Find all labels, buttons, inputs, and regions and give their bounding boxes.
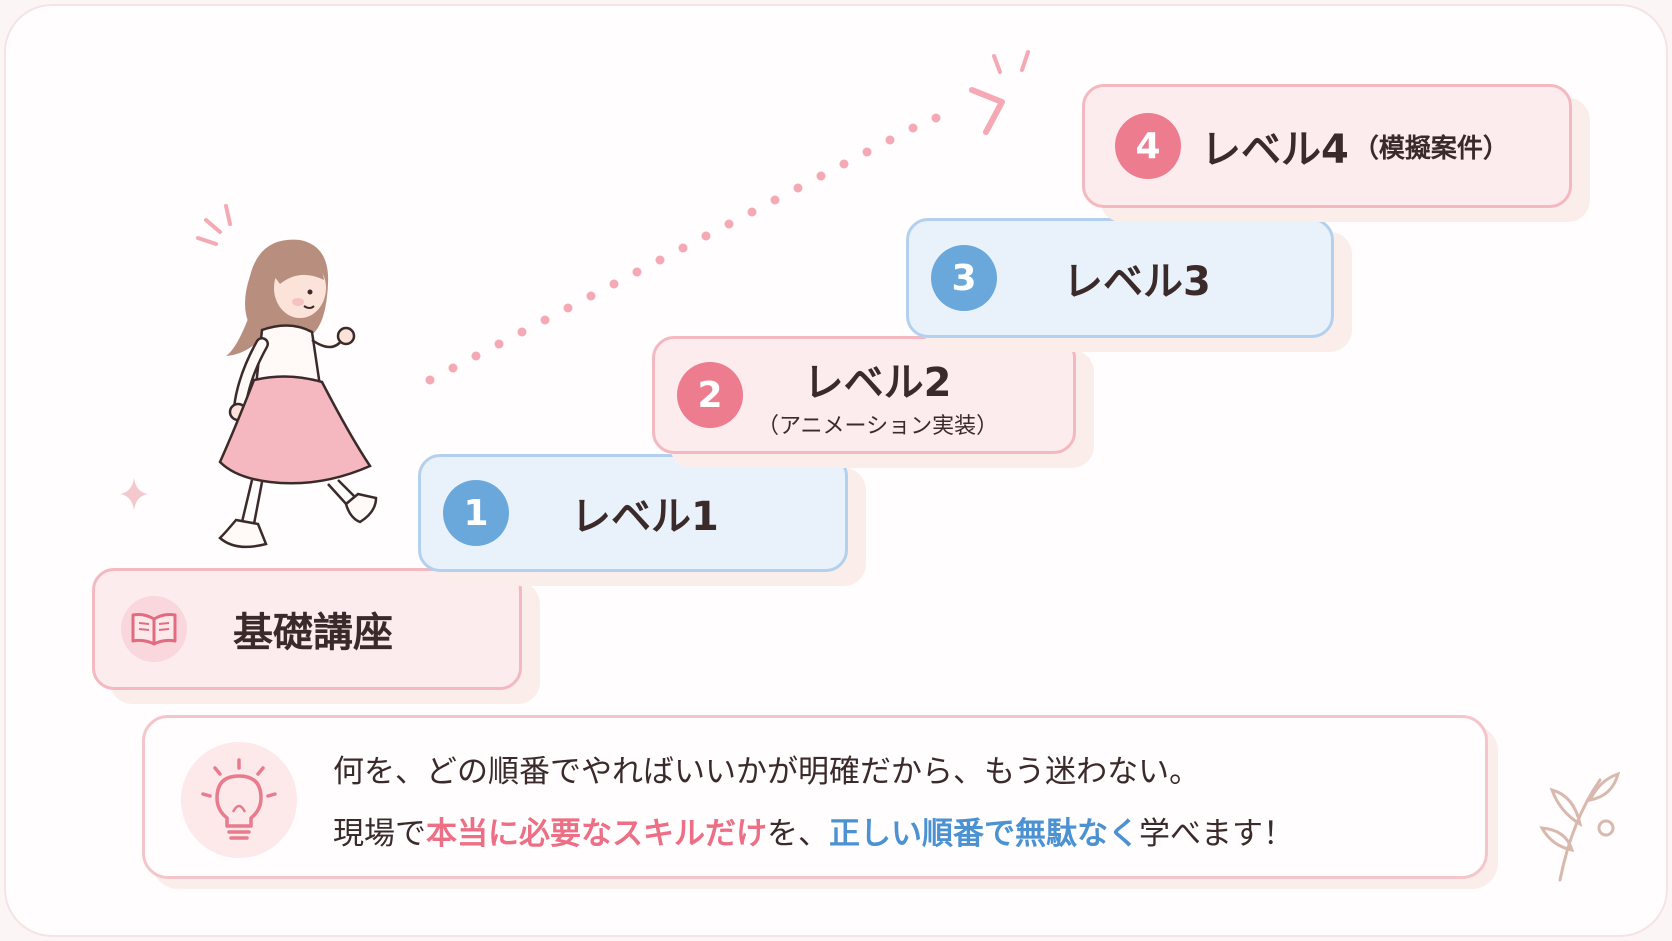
- message-line-1: 何を、どの順番でやればいいかが明確だから、もう迷わない。: [333, 754, 1201, 790]
- message-line-2: 現場で本当に必要なスキルだけを、正しい順番で無駄なく学べます！: [333, 808, 1294, 853]
- step-label: レベル1: [571, 494, 719, 540]
- sparkle-icon: [120, 478, 148, 510]
- burst-lines-girl: [196, 204, 232, 246]
- step-number-badge: 4: [1115, 113, 1181, 179]
- step-level2: 2 レベル2 （アニメーション実装）: [652, 336, 1076, 454]
- step-sublabel: （アニメーション実装）: [757, 414, 999, 439]
- step-sublabel: （模擬案件）: [1352, 133, 1509, 164]
- message-text: 学べます！: [1139, 816, 1294, 852]
- light-bulb-icon: [201, 758, 277, 840]
- step-text: レベル2 （アニメーション実装）: [757, 350, 998, 440]
- step-level1: 1 レベル1: [418, 454, 848, 572]
- step-number-badge: 1: [443, 480, 509, 546]
- book-icon-circle: [121, 596, 187, 662]
- step-label: レベル3: [1063, 259, 1211, 305]
- message-box: 何を、どの順番でやればいいかが明確だから、もう迷わない。 現場で本当に必要なスキ…: [142, 715, 1488, 879]
- step-level4: 4 レベル4 （模擬案件）: [1082, 84, 1572, 208]
- step-label: レベル4: [1201, 127, 1349, 173]
- message-text: を、: [767, 816, 829, 852]
- step-basic-course: 基礎講座: [92, 568, 522, 690]
- burst-lines-arrow: [992, 50, 1030, 74]
- arrow-head-icon: [969, 87, 1005, 135]
- step-level3: 3 レベル3: [906, 218, 1334, 338]
- plant-icon: [1539, 771, 1621, 882]
- progress-dotted-arrow: [425, 113, 941, 385]
- bulb-icon-circle: [181, 742, 297, 858]
- open-book-icon: [131, 613, 177, 646]
- message-highlight-blue: 正しい順番で無駄なく: [829, 816, 1139, 852]
- walking-girl-illustration: [218, 239, 378, 549]
- step-label: レベル2: [803, 360, 952, 406]
- step-number-badge: 3: [931, 245, 997, 311]
- message-highlight-pink: 本当に必要なスキルだけ: [426, 816, 767, 852]
- step-label: 基礎講座: [233, 610, 393, 656]
- message-text: 現場で: [333, 816, 426, 852]
- step-number-badge: 2: [677, 362, 743, 428]
